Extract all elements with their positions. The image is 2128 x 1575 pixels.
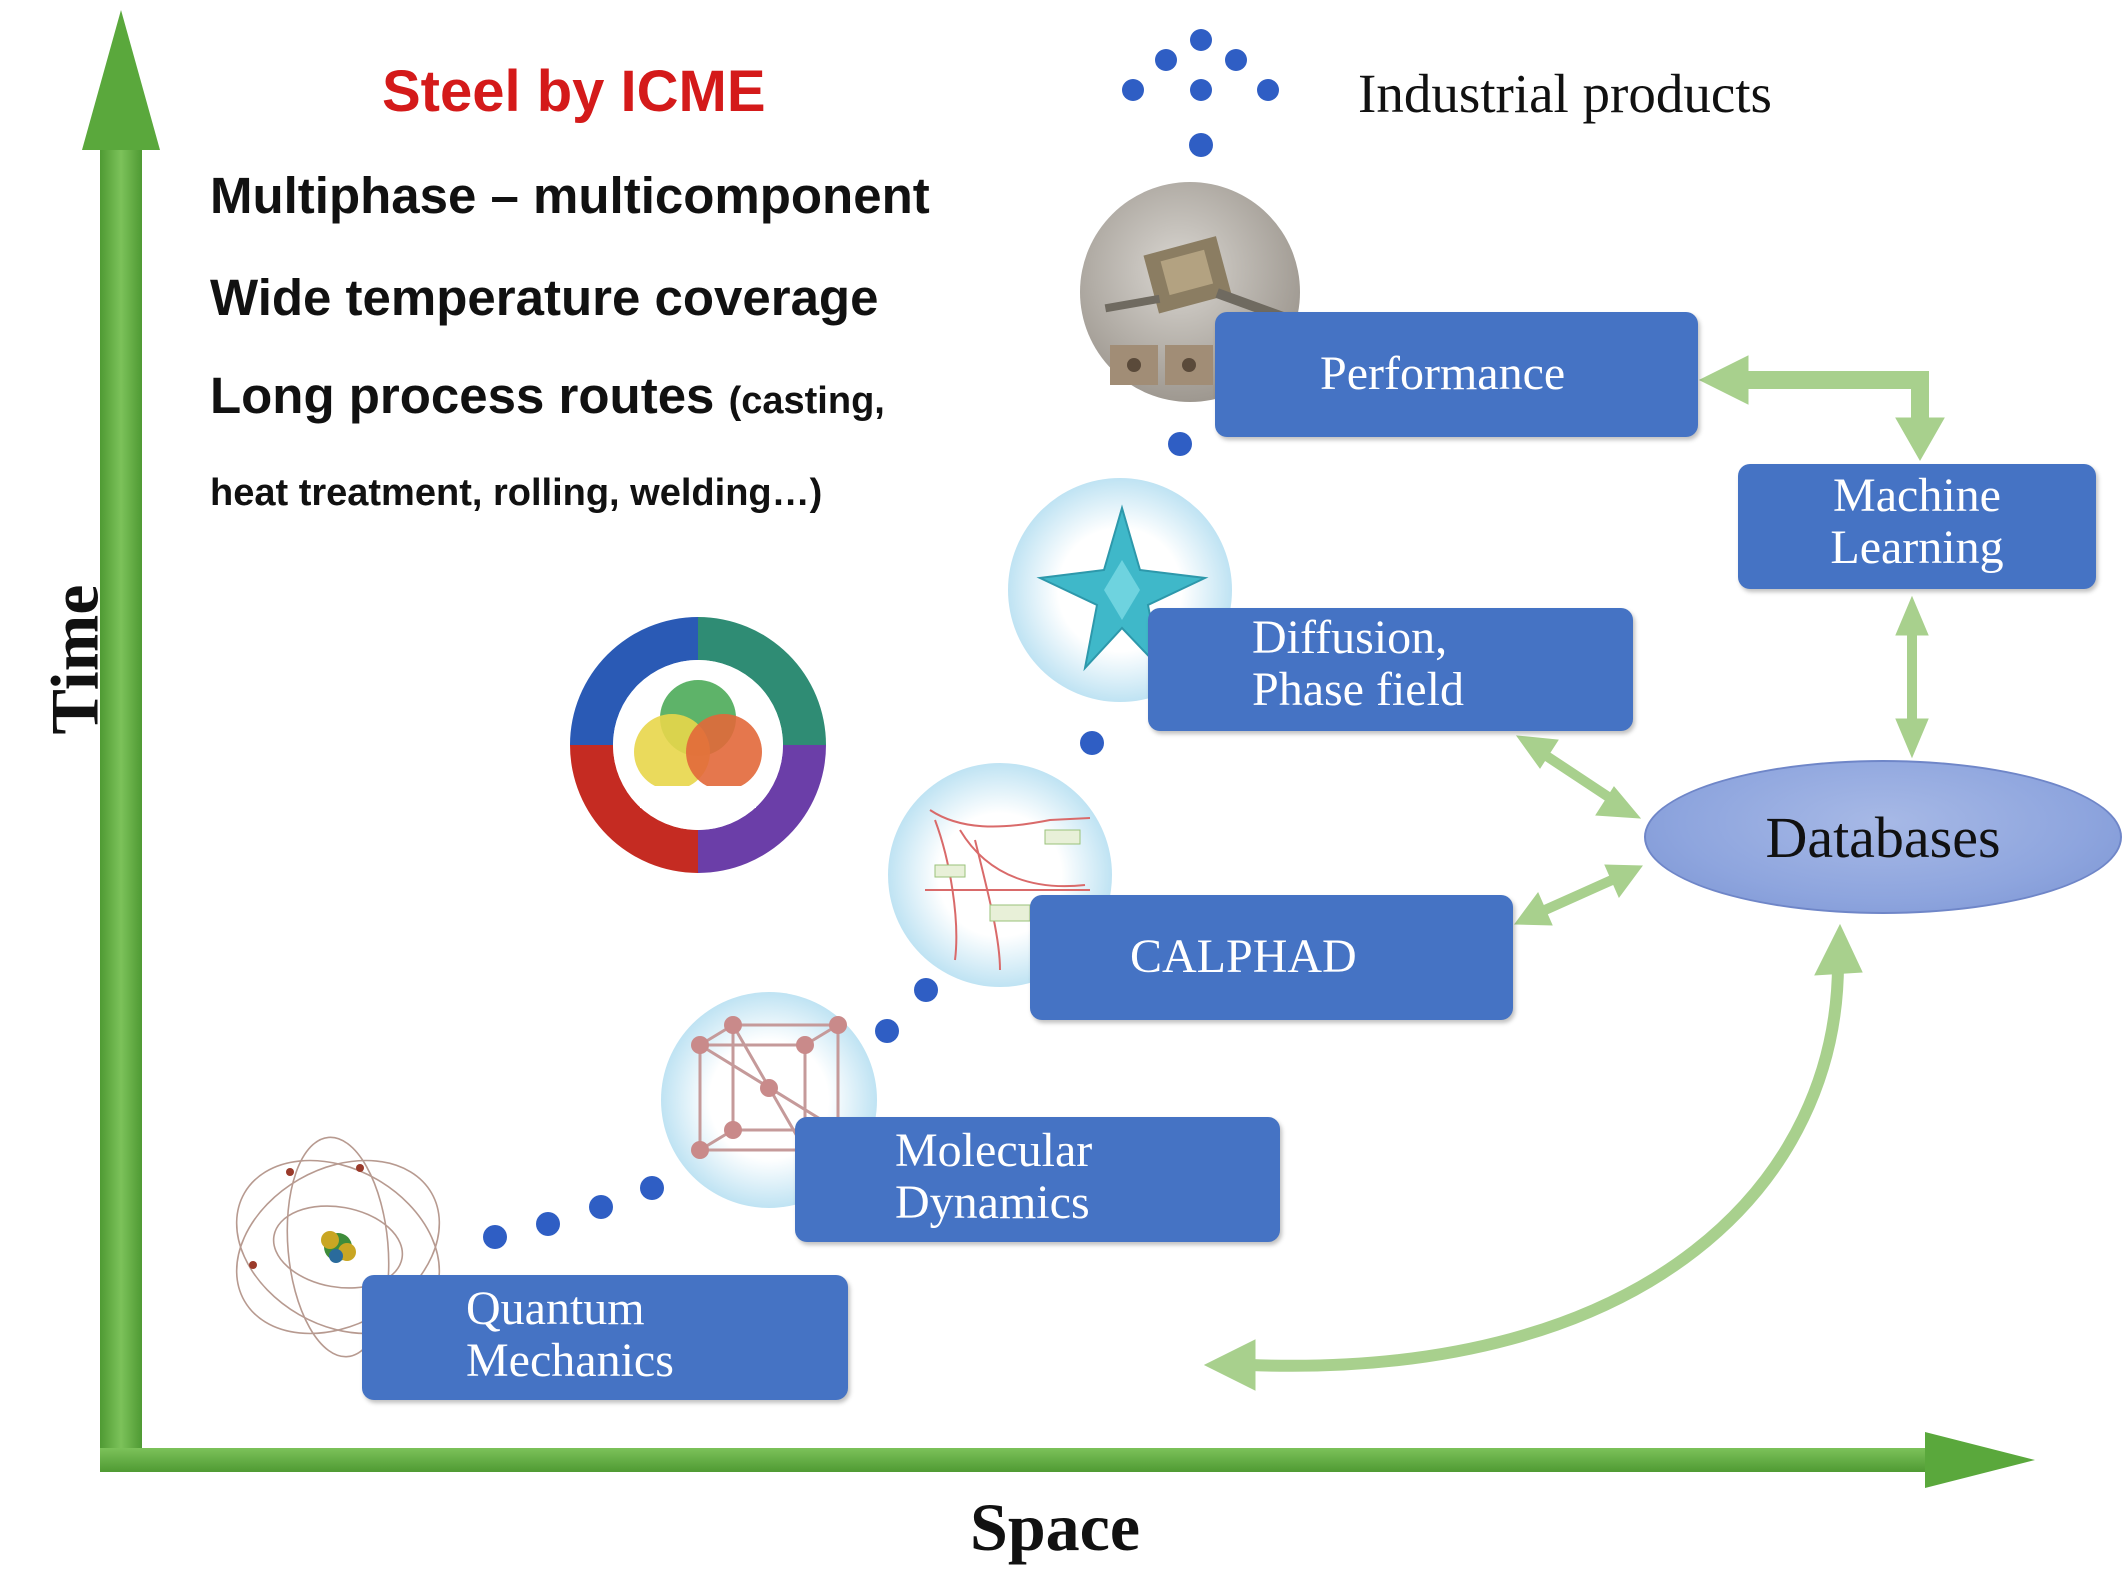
databases-node: Databases — [1644, 760, 2122, 914]
ml-label-line1: Machine — [1833, 469, 2001, 522]
progression-dots — [483, 29, 1279, 1249]
space-axis-label: Space — [970, 1489, 1140, 1565]
stage-label-line2: Phase field — [1252, 663, 1464, 716]
feature-process-routes-detail-line2: heat treatment, rolling, welding…) — [210, 472, 823, 514]
databases-label: Databases — [1765, 805, 2001, 870]
mgi-infrastructure-wheel-icon — [570, 617, 826, 873]
space-axis — [100, 1432, 2035, 1488]
stage-label-line1: Diffusion, — [1252, 611, 1448, 664]
feature-process-routes-detail: (casting, — [728, 380, 885, 422]
stage-label-line2: Mechanics — [466, 1334, 674, 1387]
page-title: Steel by ICME — [382, 59, 766, 124]
stage-performance: Performance — [1215, 312, 1698, 437]
stage-calphad: CALPHAD — [1030, 895, 1513, 1020]
connection-arrows — [1203, 355, 1945, 1391]
feature-process-routes: Long process routes (casting, — [210, 366, 885, 425]
ml-label-line2: Learning — [1830, 521, 2004, 574]
stage-label-line1: Performance — [1320, 347, 1566, 400]
stage-label-line1: Molecular — [895, 1124, 1093, 1177]
stage-diffusion-phase-field: Diffusion, Phase field — [1148, 608, 1633, 731]
machine-learning-box: Machine Learning — [1738, 464, 2096, 589]
feature-multiphase: Multiphase – multicomponent — [210, 167, 930, 224]
time-axis — [82, 10, 160, 1470]
stage-quantum-mechanics: Quantum Mechanics — [362, 1275, 848, 1400]
feature-process-routes-main: Long process routes — [210, 367, 715, 424]
time-axis-label: Time — [36, 584, 113, 735]
stage-label-line1: Quantum — [466, 1282, 645, 1335]
stage-label-line1: CALPHAD — [1130, 930, 1357, 983]
feature-temperature: Wide temperature coverage — [210, 269, 879, 326]
industrial-products-label: Industrial products — [1358, 63, 1772, 124]
stage-label-line2: Dynamics — [895, 1176, 1090, 1229]
stage-molecular-dynamics: Molecular Dynamics — [795, 1117, 1280, 1242]
